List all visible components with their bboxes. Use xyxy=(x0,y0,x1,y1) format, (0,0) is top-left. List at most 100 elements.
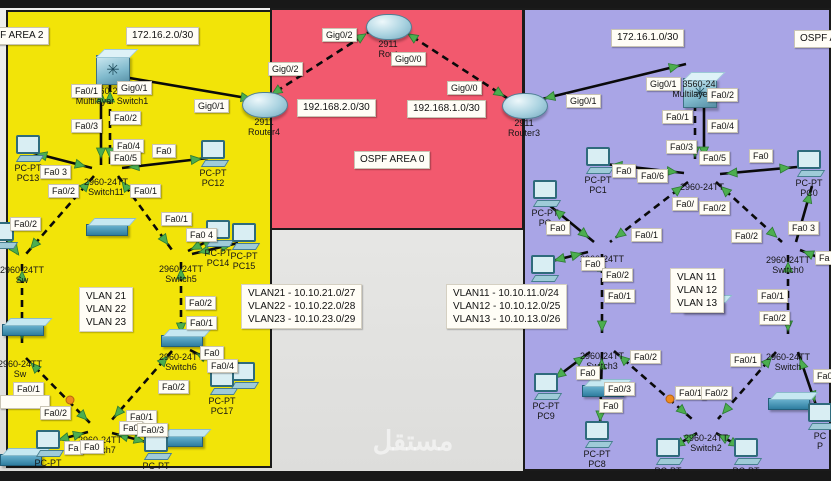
vlan-note-line: VLAN21 - 10.10.21.0/27 xyxy=(248,288,356,299)
port-label: Fa0/2 xyxy=(630,350,662,364)
pc-monitor xyxy=(16,134,40,154)
link-status-arrow xyxy=(554,367,567,379)
port-label: Fa0/2 xyxy=(602,268,634,282)
region-title: OSPF AREA 0 xyxy=(354,151,431,169)
link-status-arrow xyxy=(78,180,91,193)
device-pc15-pc-icon[interactable] xyxy=(231,222,261,250)
link[interactable] xyxy=(401,28,511,102)
link-status-arrow xyxy=(354,33,367,44)
port-label: Fa0/2 xyxy=(110,111,142,125)
port-label: Fa0/2 xyxy=(701,386,733,400)
device-router3-router-icon[interactable] xyxy=(502,93,548,119)
device-switch0-label: 2960-24TT xyxy=(765,255,811,265)
device-pc-pc-icon[interactable] xyxy=(532,179,562,207)
device-pc0-pc-icon[interactable] xyxy=(796,149,826,177)
device-p-label: P xyxy=(816,440,823,451)
device-router4-router-icon[interactable] xyxy=(242,92,288,118)
pc-base xyxy=(35,449,65,457)
link[interactable] xyxy=(265,28,373,100)
amber-status-dot xyxy=(665,394,675,404)
port-label: Fa0 xyxy=(813,369,831,383)
device-sw-switch-icon[interactable] xyxy=(2,324,44,336)
device-pc-32-label: PC-PT xyxy=(654,465,682,472)
link-status-arrow xyxy=(577,226,590,239)
device-pc12-pc-icon[interactable] xyxy=(200,139,230,167)
port-label: Fa0/3 xyxy=(137,423,169,437)
link-status-arrow xyxy=(157,232,169,246)
device-switch11-switch-icon[interactable] xyxy=(86,224,128,236)
device-multilayer-switch1-mlswitch-icon[interactable] xyxy=(96,55,130,85)
device-pc-33-pc-icon[interactable] xyxy=(733,437,763,465)
link-status-arrow xyxy=(121,180,133,194)
link-status-arrow xyxy=(190,154,203,166)
link-status-arrow xyxy=(553,252,566,263)
device-pc-18-pc-icon[interactable] xyxy=(35,429,65,457)
pc-base xyxy=(796,169,826,177)
device-sw-switch-icon[interactable] xyxy=(0,454,42,466)
device-p-label: PC xyxy=(813,430,827,441)
port-label: Fa0/3 xyxy=(666,140,698,154)
device-pc17-label: PC17 xyxy=(210,405,234,416)
link[interactable] xyxy=(111,73,259,102)
device-pc1-pc-icon[interactable] xyxy=(585,146,615,174)
link-status-arrow xyxy=(614,227,627,239)
device-pc17-label: PC-PT xyxy=(208,395,236,406)
link-status-arrow xyxy=(798,357,809,371)
pc-monitor xyxy=(808,402,831,422)
pc-base xyxy=(655,457,685,465)
device-pc9-pc-icon[interactable] xyxy=(533,372,563,400)
links-layer xyxy=(6,28,831,450)
device-pc-24-pc-icon[interactable] xyxy=(530,254,560,282)
port-label: Fa0/2 xyxy=(158,380,190,394)
device-multilayer-sw-mlswitch-icon[interactable] xyxy=(683,78,717,108)
link-status-arrow xyxy=(16,270,28,282)
device-rout-router-icon[interactable] xyxy=(366,14,412,40)
link-status-arrow xyxy=(156,355,169,368)
link-status-arrow xyxy=(132,433,146,444)
device-switch11-label: Switch11 xyxy=(88,187,124,197)
link-status-arrow xyxy=(197,244,211,255)
link-status-arrow xyxy=(802,250,816,261)
device-router3-label: Router3 xyxy=(507,128,541,138)
device-pc13-pc-icon[interactable] xyxy=(15,134,45,162)
device-switch6-label: 2960-24TT xyxy=(158,352,204,362)
port-label: Fa0/1 xyxy=(186,316,218,330)
device-switch-label: Switch xyxy=(774,362,802,372)
subnet-label: 192.168.2.0/30 xyxy=(297,99,376,117)
vlan-note-line: VLAN23 - 10.10.23.0/29 xyxy=(248,314,356,325)
port-label: Fa0/1 xyxy=(757,289,789,303)
device-switch6-label: Switch6 xyxy=(165,362,197,372)
device-p-pc-icon[interactable] xyxy=(807,402,831,430)
device-pc12-label: PC12 xyxy=(201,177,225,188)
device-pc8-pc-icon[interactable] xyxy=(584,420,614,448)
link-status-arrow xyxy=(553,208,566,221)
device-router3-label: 2911 xyxy=(514,118,534,128)
device-switch2-label: Switch2 xyxy=(690,443,722,453)
pc-base xyxy=(530,274,560,282)
link[interactable] xyxy=(537,62,687,102)
vlan-note-line: VLAN 23 xyxy=(86,317,127,328)
pc-monitor xyxy=(534,372,558,392)
device-switch0-switch-icon[interactable] xyxy=(768,398,810,410)
device-switch-22-label: 2960-24TT xyxy=(679,182,725,192)
link-status-arrow xyxy=(492,86,505,97)
device-multilayer-sw-label: 3560-24 xyxy=(682,79,716,89)
subnet-label: 172.16.2.0/30 xyxy=(126,27,200,45)
link-status-arrow xyxy=(175,322,187,334)
link-status-arrow xyxy=(721,402,734,415)
link-status-arrow xyxy=(72,430,85,441)
link-status-arrow xyxy=(407,33,420,44)
port-label: Fa0/2 xyxy=(40,406,72,420)
pc-base xyxy=(143,452,173,460)
device-router4-label: 2911 xyxy=(254,117,274,127)
port-label: Fa0/2 xyxy=(707,88,739,102)
port-label: Fa0 xyxy=(599,399,623,413)
device-pc-32-pc-icon[interactable] xyxy=(655,437,685,465)
device-switch5-switch-icon[interactable] xyxy=(161,335,203,347)
port-label: Fa xyxy=(815,251,831,265)
vlan-note-line: VLAN22 - 10.10.22.0/28 xyxy=(248,301,356,312)
